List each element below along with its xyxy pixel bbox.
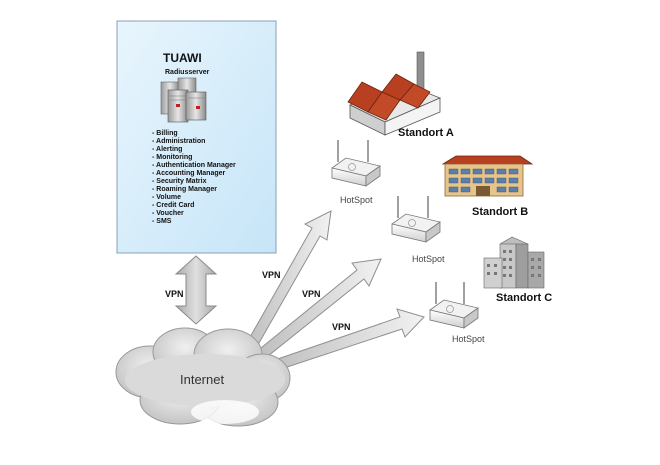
standort-b-label: Standort B bbox=[472, 206, 528, 218]
vpn-arrow-standort-c bbox=[265, 308, 425, 374]
feature-item: - Billing bbox=[152, 130, 178, 137]
hotspot-c-label: HotSpot bbox=[452, 334, 485, 344]
server-title: TUAWI bbox=[163, 51, 202, 65]
vpn-label-c: VPN bbox=[332, 322, 351, 332]
hotspot-b-router-icon bbox=[391, 196, 441, 243]
vpn-label-server: VPN bbox=[165, 289, 184, 299]
feature-item: - Credit Card bbox=[152, 202, 194, 209]
feature-item: - Roaming Manager bbox=[152, 186, 217, 193]
feature-item: - SMS bbox=[152, 218, 172, 225]
server-subtitle: Radiusserver bbox=[165, 69, 210, 76]
standort-c-label: Standort C bbox=[496, 292, 552, 304]
internet-label: Internet bbox=[180, 372, 224, 387]
standort-a-label: Standort A bbox=[398, 127, 454, 139]
feature-item: - Accounting Manager bbox=[152, 170, 226, 177]
highrise-building-icon bbox=[483, 236, 545, 289]
hotspot-c-router-icon bbox=[429, 282, 479, 329]
office-building-icon bbox=[441, 155, 534, 197]
hotspot-a-router-icon bbox=[331, 140, 381, 187]
feature-item: - Volume bbox=[152, 194, 181, 201]
feature-list: - Billing - Administration - Alerting - … bbox=[152, 130, 236, 225]
vpn-label-b: VPN bbox=[302, 289, 321, 299]
vpn-label-a: VPN bbox=[262, 270, 281, 280]
feature-item: - Administration bbox=[152, 138, 205, 145]
feature-item: - Voucher bbox=[152, 210, 184, 217]
feature-item: - Authentication Manager bbox=[152, 162, 236, 169]
internet-cloud-icon bbox=[115, 327, 291, 427]
hotspot-a-label: HotSpot bbox=[340, 195, 373, 205]
vpn-arrow-standort-b bbox=[255, 258, 382, 361]
server-rack-icon bbox=[160, 77, 207, 123]
server-internet-double-arrow bbox=[174, 255, 218, 325]
feature-item: - Alerting bbox=[152, 146, 182, 153]
radius-server-panel: TUAWI Radiusserver - Billing - Administr… bbox=[116, 20, 277, 254]
feature-item: - Monitoring bbox=[152, 154, 192, 161]
feature-item: - Security Matrix bbox=[152, 178, 207, 185]
hotspot-b-label: HotSpot bbox=[412, 254, 445, 264]
vpn-arrow-standort-a bbox=[244, 210, 332, 351]
factory-building-icon bbox=[347, 51, 442, 136]
